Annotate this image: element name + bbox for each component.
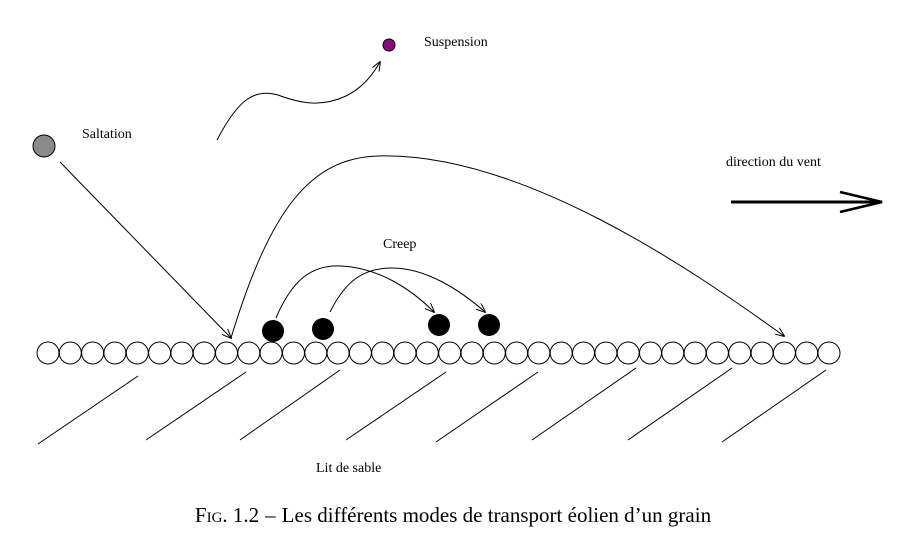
creep-grain-start-1 (262, 320, 284, 342)
bed-grain (415, 341, 439, 365)
hatch-line (345, 371, 447, 441)
bed-grain (572, 341, 595, 365)
bed-grain (58, 341, 82, 365)
bed-grain (259, 341, 283, 365)
bed-grain (705, 341, 729, 365)
bed-grain (192, 341, 216, 365)
wind-direction-label: direction du vent (726, 155, 821, 170)
bed-grain (371, 341, 395, 365)
bed-grain (772, 341, 796, 365)
caption-figure-number: Fig. 1.2 (195, 503, 259, 527)
caption-separator: – (264, 503, 276, 527)
hatch-line (239, 369, 341, 441)
creep-label: Creep (383, 237, 416, 252)
saltation-impact-trajectory (59, 161, 231, 338)
suspension-label: Suspension (424, 35, 488, 50)
bed-grain (304, 341, 328, 365)
wind-direction-arrowhead (839, 190, 883, 214)
bed-grain (549, 341, 573, 365)
bed-grain (237, 341, 261, 365)
bed-grain (639, 341, 662, 365)
bed-grain (817, 341, 841, 365)
caption-text: Les différents modes de transport éolien… (282, 503, 712, 527)
bed-grain (683, 341, 707, 365)
bed-grain (482, 341, 506, 365)
bed-grain (594, 341, 618, 365)
bed-grain (81, 341, 105, 365)
saltation-label: Saltation (82, 127, 132, 142)
bed-grain (282, 341, 305, 365)
suspension-grain (382, 38, 396, 52)
bed-grain (103, 341, 127, 365)
bed-grain (36, 341, 60, 365)
hatch-line (435, 371, 539, 443)
sand-bed-grains (36, 341, 841, 365)
hatch-line (721, 369, 827, 443)
bed-grain (527, 341, 551, 365)
bed-grain (750, 341, 774, 365)
bed-grain (728, 341, 752, 365)
bed-grain (393, 341, 417, 365)
bed-grain (460, 341, 484, 365)
bed-grain (125, 341, 149, 365)
bed-grain (148, 341, 172, 365)
saltation-grain (32, 134, 56, 158)
bed-grain (215, 341, 238, 365)
hatch-line (531, 367, 637, 441)
bed-grain (616, 341, 640, 365)
sand-bed-hatching (37, 367, 827, 445)
creep-grain-end-2 (478, 314, 500, 336)
creep-grain-start-2 (312, 318, 334, 340)
creep-trajectory-1 (275, 265, 434, 319)
bed-grain (438, 341, 462, 365)
figure-caption: Fig. 1.2–Les différents modes de transpo… (195, 503, 712, 527)
bed-grain (505, 341, 529, 365)
hatch-line (627, 367, 733, 441)
saltation-hop-trajectory (230, 155, 784, 339)
bed-grain (326, 341, 350, 365)
bed-grain (661, 341, 685, 365)
bed-grain (795, 341, 819, 365)
creep-grain-end-1 (428, 314, 450, 336)
bed-grain (348, 341, 372, 365)
hatch-line (37, 375, 139, 445)
sand-bed-label: Lit de sable (316, 461, 381, 476)
bed-grain (170, 341, 194, 365)
hatch-line (145, 371, 247, 441)
suspension-trajectory (216, 62, 380, 141)
creep-trajectory-2 (329, 267, 485, 312)
